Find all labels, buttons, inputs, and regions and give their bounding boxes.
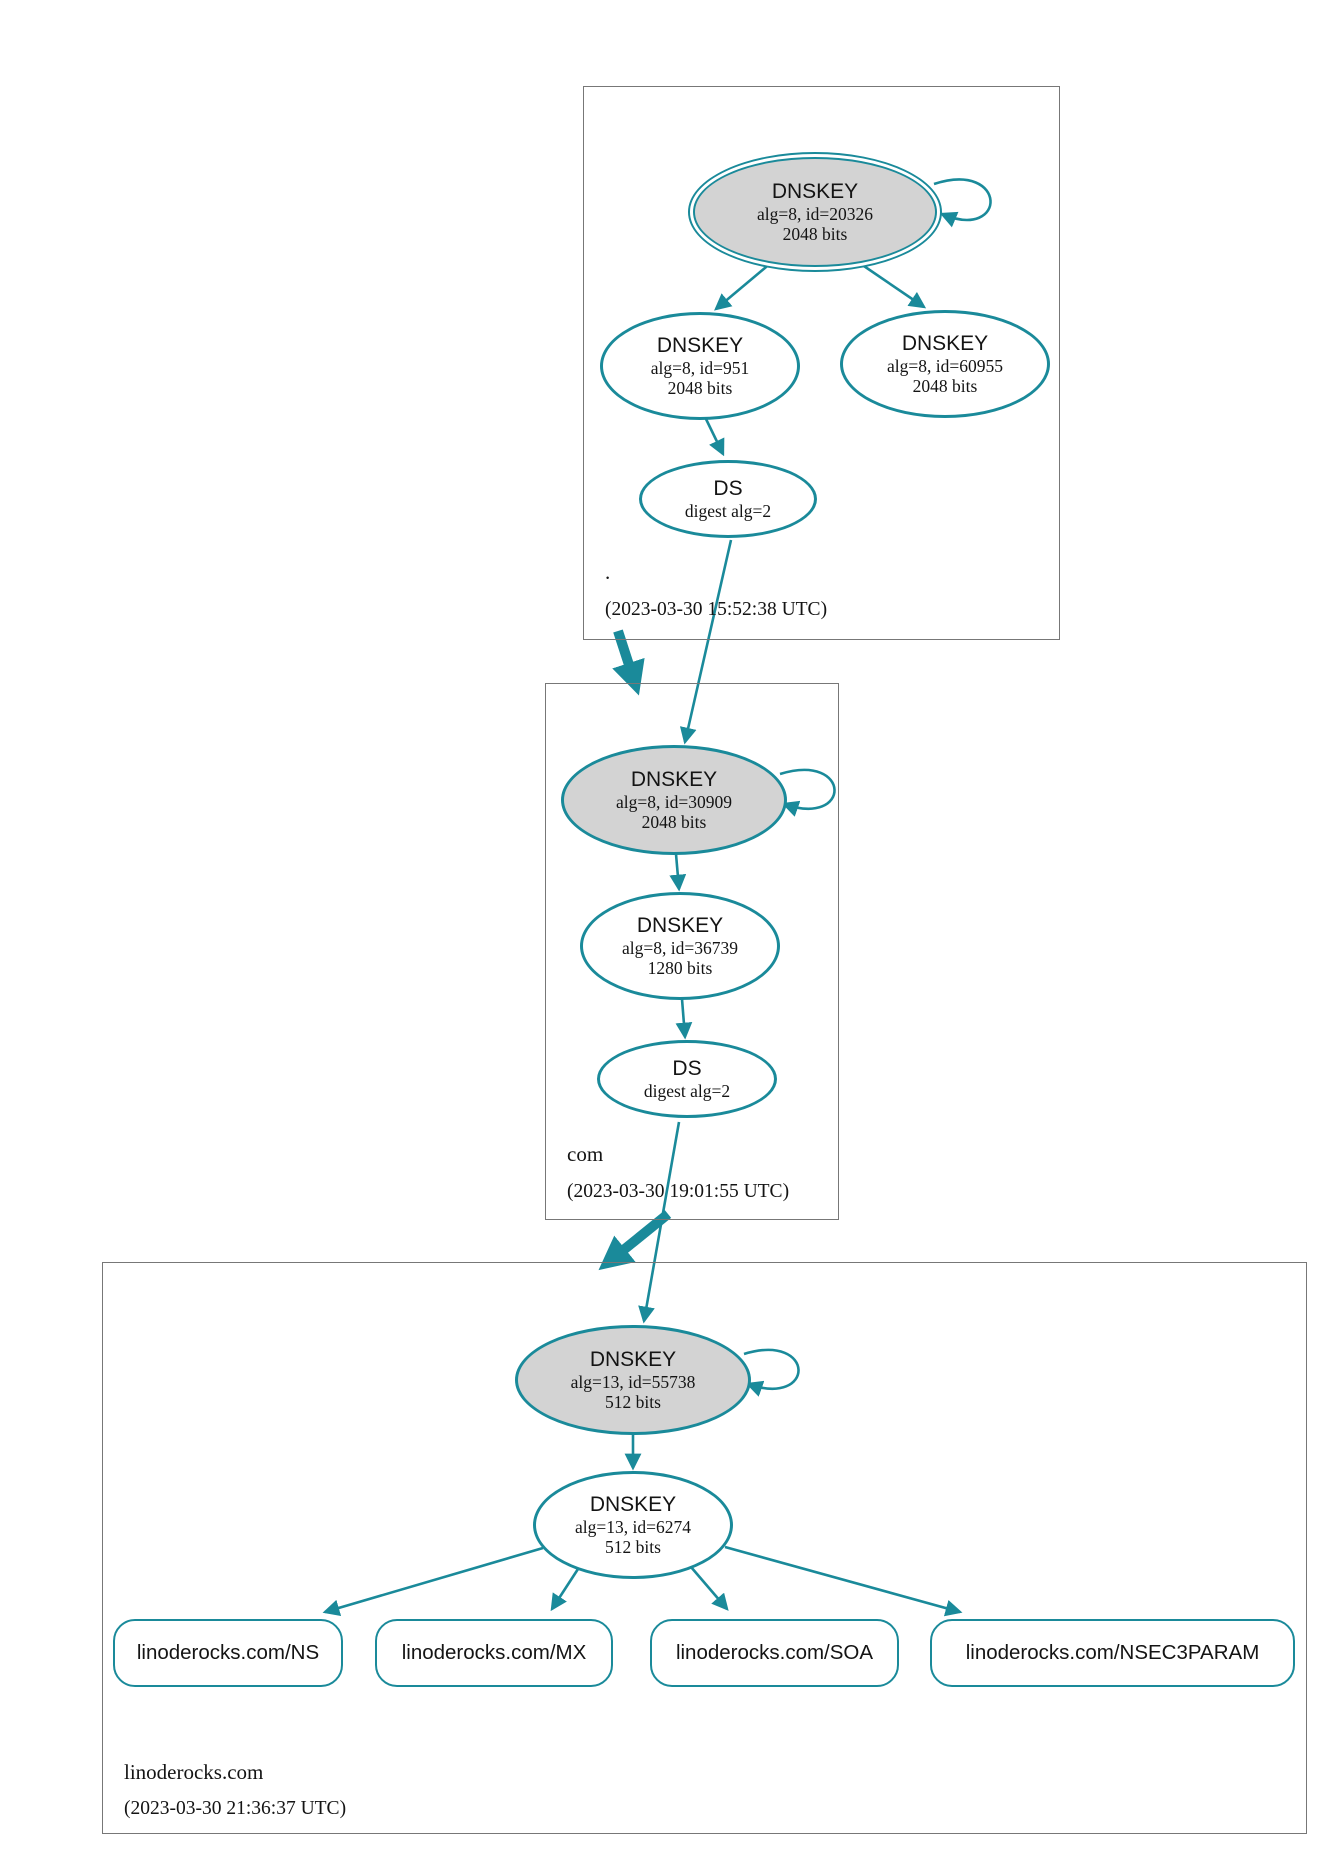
dnskey-ksk-root: DNSKEY alg=8, id=20326 2048 bits: [688, 152, 942, 272]
node-alg-id: alg=8, id=951: [650, 358, 750, 378]
node-title: DNSKEY: [589, 1493, 677, 1516]
zone-name-com: com: [567, 1142, 604, 1166]
rrset-label: linoderocks.com/NSEC3PARAM: [965, 1641, 1260, 1664]
node-title: DS: [713, 477, 743, 500]
zone-name-root: .: [605, 560, 611, 584]
zone-timestamp-linoderocks: (2023-03-30 21:36:37 UTC): [124, 1798, 347, 1819]
dnskey-zsk-com: DNSKEY alg=8, id=36739 1280 bits: [580, 892, 780, 1000]
node-title: DNSKEY: [636, 914, 724, 937]
ds-node-root: DS digest alg=2: [639, 460, 817, 538]
node-bits: 2048 bits: [782, 224, 848, 244]
zone-name-linoderocks: linoderocks.com: [124, 1760, 264, 1784]
node-bits: 2048 bits: [641, 812, 707, 832]
rrset-label: linoderocks.com/MX: [401, 1641, 587, 1664]
zone-timestamp-com: (2023-03-30 19:01:55 UTC): [567, 1181, 790, 1202]
node-digest: digest alg=2: [643, 1081, 731, 1101]
node-title: DS: [672, 1057, 702, 1080]
zone-timestamp-root: (2023-03-30 15:52:38 UTC): [605, 599, 828, 620]
rrset-label: linoderocks.com/NS: [136, 1641, 320, 1664]
node-alg-id: alg=8, id=36739: [622, 938, 738, 958]
node-alg-id: alg=13, id=55738: [570, 1372, 696, 1392]
dnskey-zsk1-root: DNSKEY alg=8, id=951 2048 bits: [600, 312, 800, 420]
rrset-node-mx: linoderocks.com/MX: [375, 1619, 613, 1687]
node-bits: 512 bits: [605, 1537, 661, 1557]
node-bits: 2048 bits: [912, 376, 978, 396]
node-bits: 1280 bits: [647, 958, 713, 978]
ds-node-com: DS digest alg=2: [597, 1040, 777, 1118]
dnskey-zsk2-root: DNSKEY alg=8, id=60955 2048 bits: [840, 310, 1050, 418]
zone-box-com: [545, 683, 839, 1220]
node-title: DNSKEY: [630, 768, 718, 791]
rrset-label: linoderocks.com/SOA: [675, 1641, 874, 1664]
node-alg-id: alg=13, id=6274: [575, 1517, 691, 1537]
dnskey-ksk-root-inner-ring: DNSKEY alg=8, id=20326 2048 bits: [693, 157, 937, 267]
node-alg-id: alg=8, id=30909: [616, 792, 732, 812]
dnskey-ksk-com: DNSKEY alg=8, id=30909 2048 bits: [561, 745, 787, 855]
rrset-node-ns: linoderocks.com/NS: [113, 1619, 343, 1687]
zone-box-linoderocks: [102, 1262, 1307, 1834]
rrset-node-nsec3param: linoderocks.com/NSEC3PARAM: [930, 1619, 1295, 1687]
node-alg-id: alg=8, id=60955: [887, 356, 1003, 376]
node-title: DNSKEY: [656, 334, 744, 357]
zone-box-root: [583, 86, 1060, 640]
node-title: DNSKEY: [771, 180, 859, 203]
node-title: DNSKEY: [589, 1348, 677, 1371]
node-bits: 512 bits: [605, 1392, 661, 1412]
rrset-node-soa: linoderocks.com/SOA: [650, 1619, 899, 1687]
node-bits: 2048 bits: [667, 378, 733, 398]
dnskey-ksk-linoderocks: DNSKEY alg=13, id=55738 512 bits: [515, 1325, 751, 1435]
node-alg-id: alg=8, id=20326: [757, 204, 873, 224]
node-title: DNSKEY: [901, 332, 989, 355]
node-digest: digest alg=2: [684, 501, 772, 521]
dnskey-zsk-linoderocks: DNSKEY alg=13, id=6274 512 bits: [533, 1471, 733, 1579]
